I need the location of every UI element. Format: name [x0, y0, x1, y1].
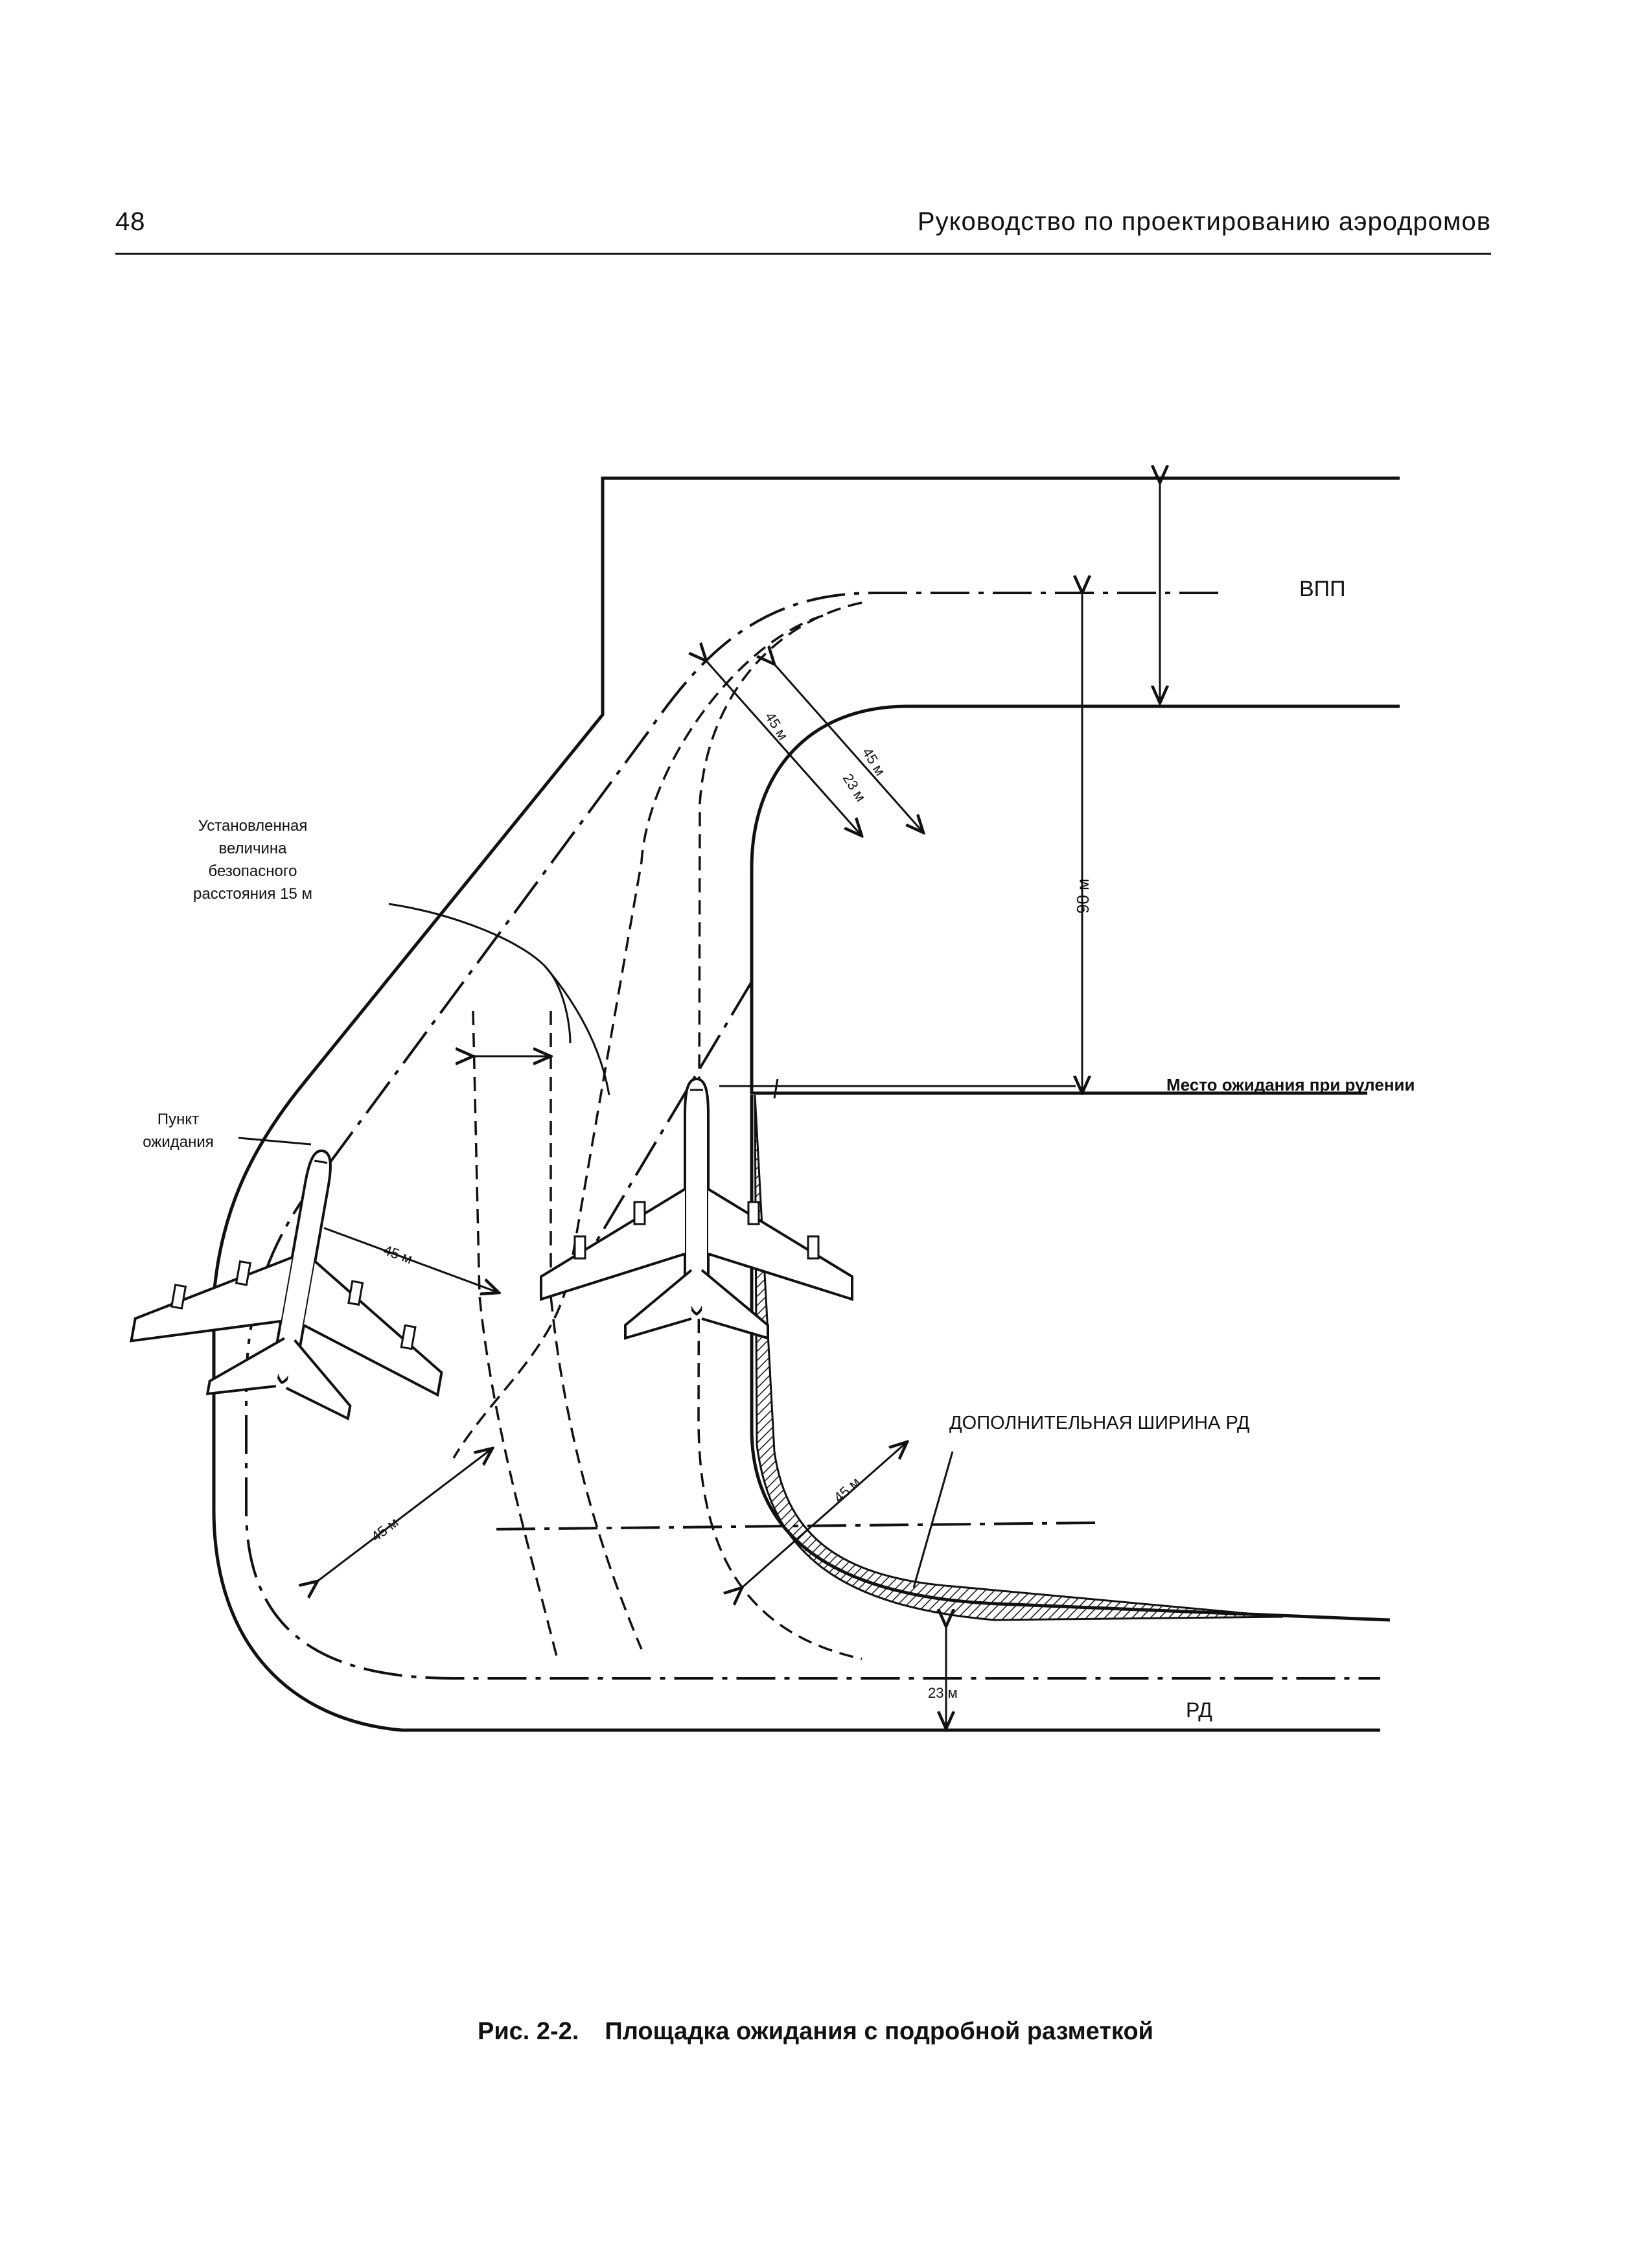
svg-text:ожидания: ожидания: [143, 1133, 214, 1151]
dimension-lines: [318, 483, 1160, 1729]
aircraft-holding-position: [540, 1078, 853, 1339]
dim-23m-taxiway: 23 м: [928, 1685, 958, 1701]
header-rule: [115, 253, 1491, 255]
running-title: Руководство по проектированию аэродромов: [917, 207, 1491, 236]
centre-lines: [245, 592, 1380, 1680]
figure-number: Рис. 2-2.: [477, 2018, 579, 2045]
dim-90m: 90 м: [1073, 879, 1093, 914]
runway-label: ВПП: [1299, 577, 1346, 601]
figure-title: Площадка ожидания с подробной разметкой: [605, 2018, 1154, 2045]
extra-width-label: ДОПОЛНИТЕЛЬНАЯ ШИРИНА РД: [949, 1413, 1250, 1433]
holding-position-label: Место ожидания при рулении: [1166, 1075, 1415, 1094]
taxiway-label: РД: [1186, 1698, 1212, 1722]
dim-23m-top: 23 м: [840, 770, 869, 804]
aircraft-paths: [452, 601, 862, 1660]
svg-text:величина: величина: [219, 840, 288, 857]
svg-text:безопасного: безопасного: [209, 862, 297, 880]
leader-lines: [238, 1085, 1076, 1588]
svg-text:Установленная: Установленная: [198, 817, 308, 835]
holding-point-label: Пункт ожидания: [143, 1111, 214, 1151]
safety-arcs: [388, 903, 610, 1096]
safety-distance-label: Установленная величина безопасного расст…: [193, 817, 312, 903]
page-number: 48: [115, 207, 146, 236]
aircraft-holding-point: [123, 1122, 478, 1435]
dim-45m-hold: 45 м: [381, 1242, 415, 1267]
svg-text:расстояния 15 м: расстояния 15 м: [193, 885, 312, 903]
svg-text:Пункт: Пункт: [157, 1111, 199, 1128]
dim-45m-right: 45 м: [831, 1474, 864, 1506]
dim-45m-top-inner: 45 м: [859, 745, 888, 778]
figure-caption: Рис. 2-2. Площадка ожидания с подробной р…: [0, 2018, 1631, 2046]
extra-width-hatch: [754, 1094, 1284, 1621]
dim-45m-lower: 45 м: [368, 1514, 402, 1545]
dim-45m-top: 45 м: [762, 709, 791, 743]
